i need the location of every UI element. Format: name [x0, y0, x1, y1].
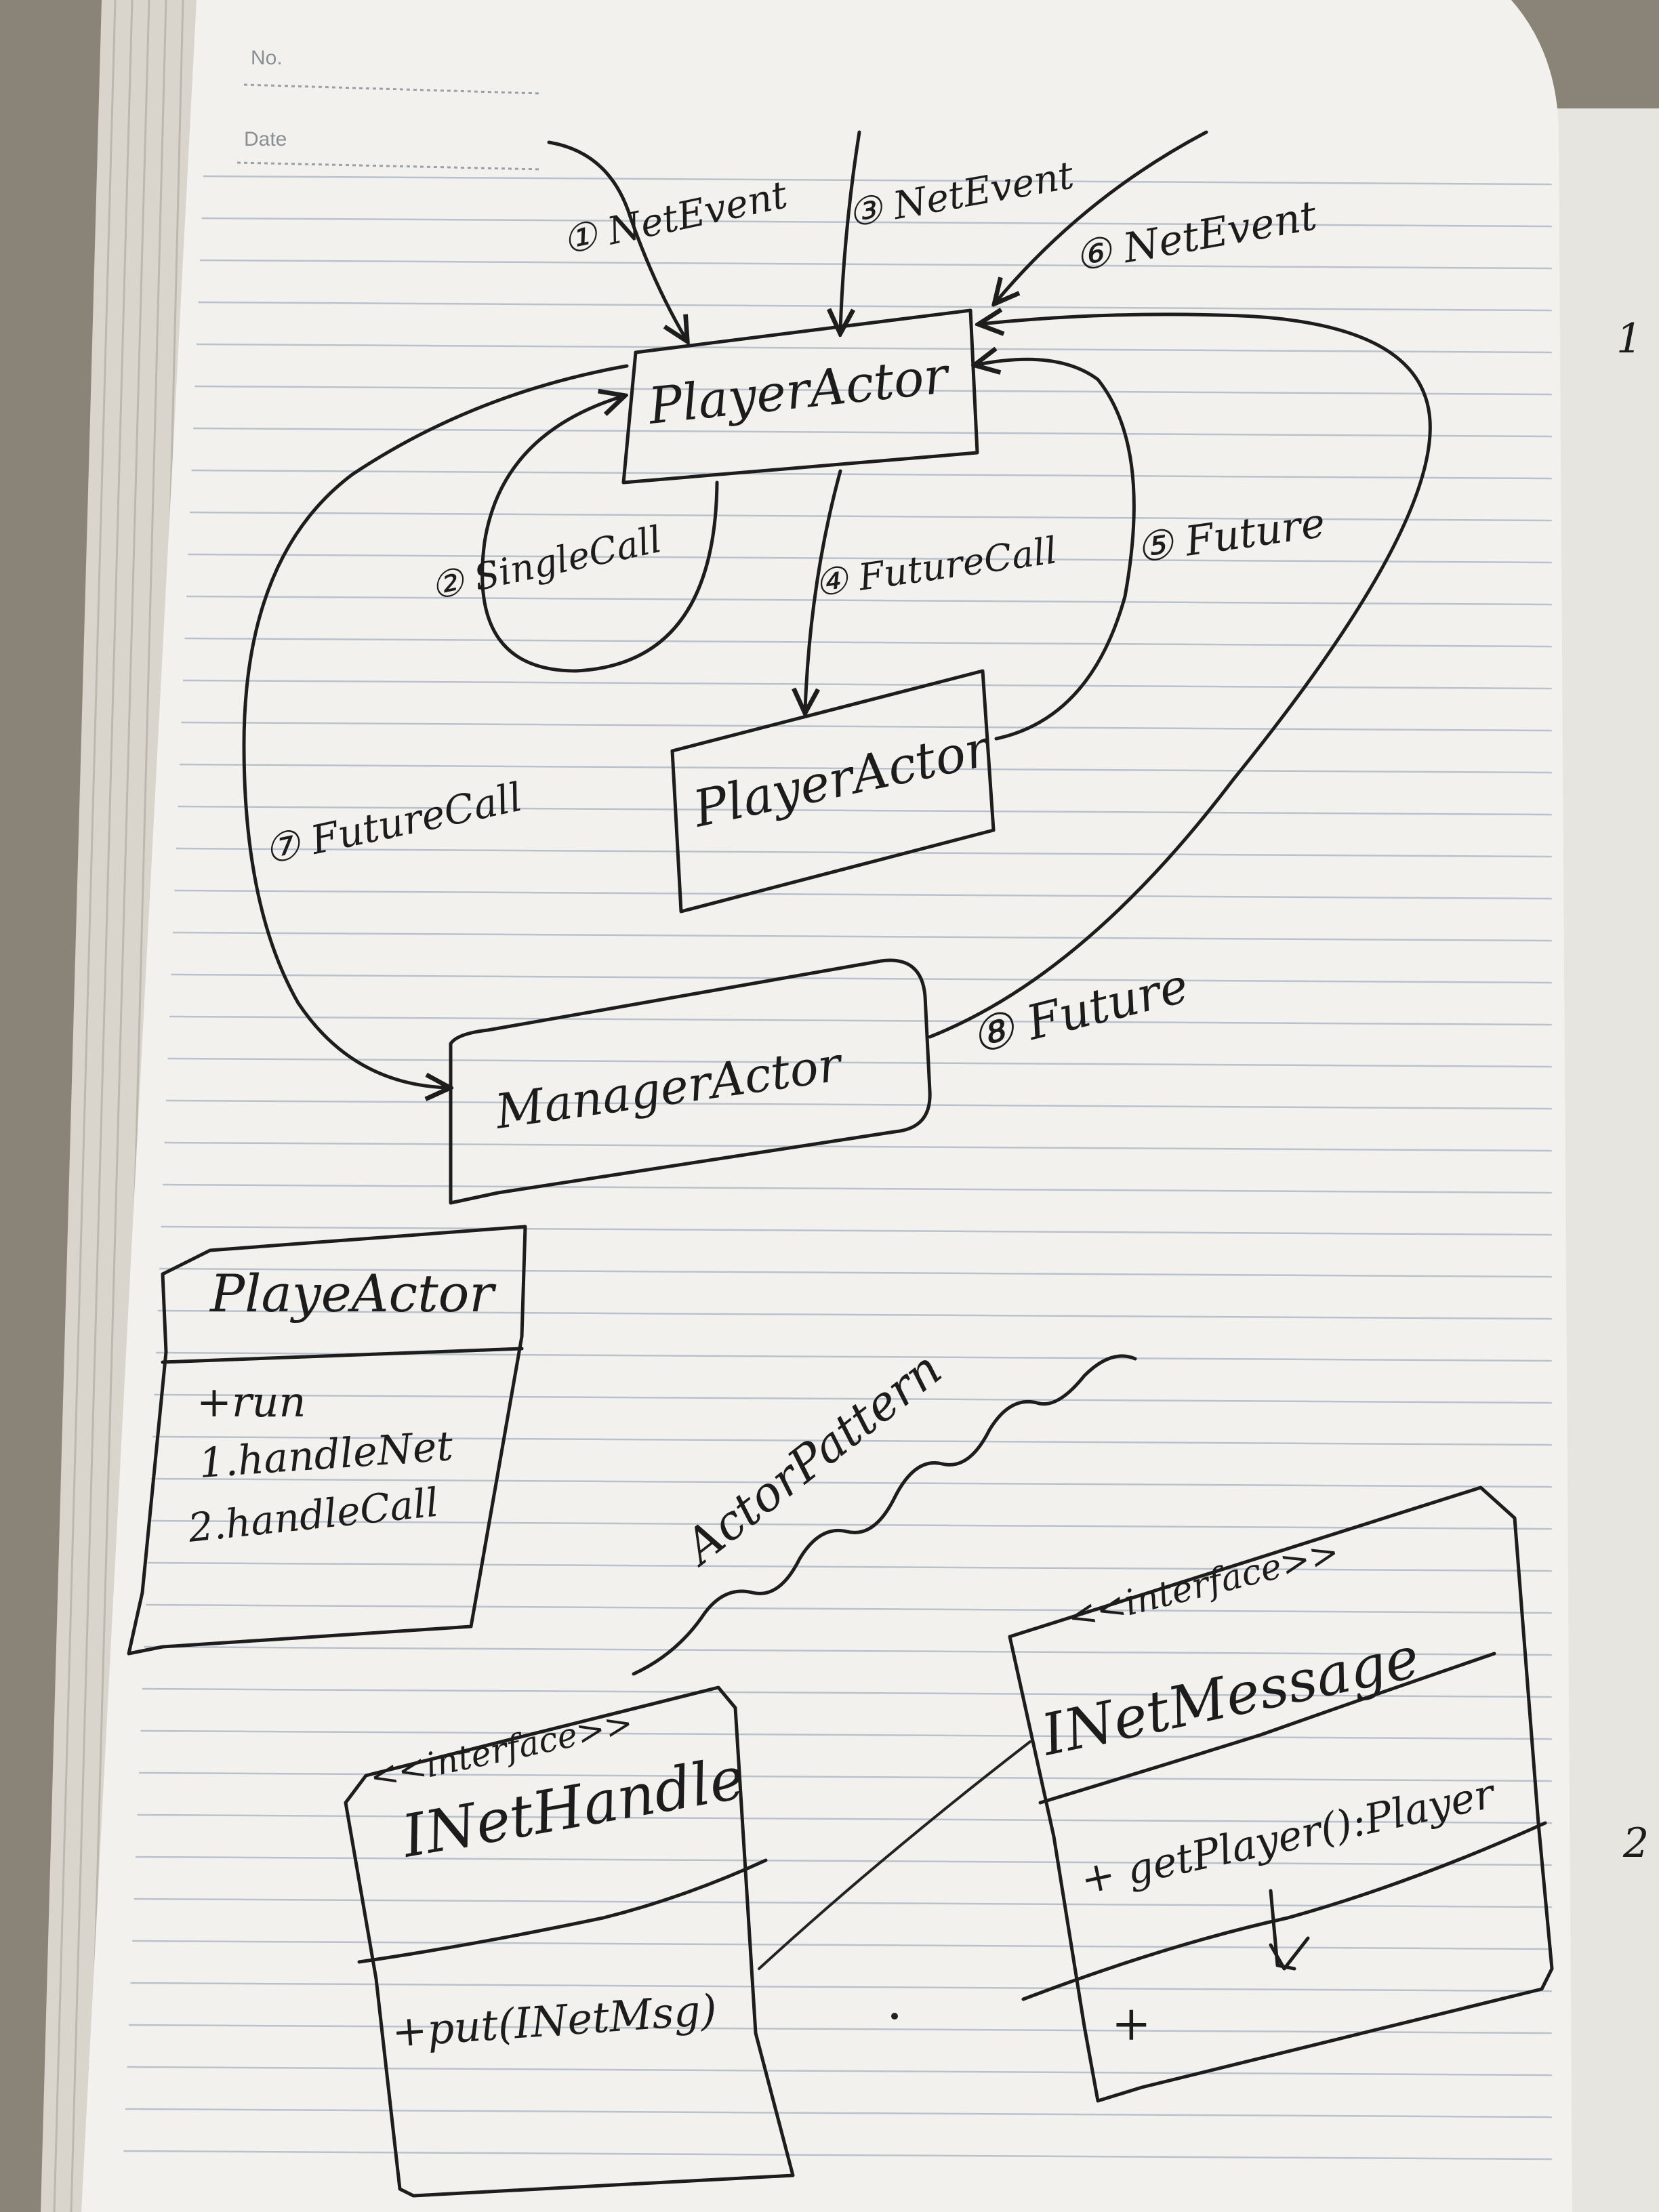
ruled-line	[198, 301, 1553, 312]
ruled-line	[176, 847, 1553, 858]
ruled-line	[171, 973, 1553, 984]
no-label: No.	[251, 47, 283, 69]
ruled-line	[199, 259, 1553, 270]
ruled-line	[194, 385, 1553, 396]
ruled-lines	[123, 175, 1553, 2160]
ruled-line	[145, 1603, 1553, 1614]
class-method-run: +run	[197, 1377, 306, 1427]
ruled-line	[144, 1645, 1553, 1656]
notebook-page	[81, 0, 1572, 2212]
ruled-line	[123, 2150, 1553, 2160]
ruled-line	[150, 1477, 1553, 1488]
ruled-line	[140, 1729, 1553, 1740]
ruled-line	[161, 1225, 1553, 1236]
ink-dot	[891, 2013, 898, 2020]
ruled-line	[201, 217, 1553, 228]
ruled-line	[181, 721, 1553, 732]
ruled-line	[188, 553, 1553, 564]
ruled-line	[167, 1057, 1553, 1068]
ruled-line	[178, 805, 1553, 816]
ruled-line	[154, 1393, 1553, 1404]
ruled-line	[184, 637, 1553, 648]
class-box-title: PlayeActor	[209, 1263, 497, 1324]
date-label: Date	[244, 128, 287, 150]
ruled-line	[203, 175, 1553, 186]
ruled-line	[179, 763, 1553, 774]
ruled-line	[191, 469, 1553, 480]
ruled-line	[174, 889, 1553, 900]
ruled-line	[196, 343, 1553, 354]
ruled-line	[182, 679, 1553, 690]
ruled-line	[148, 1519, 1553, 1530]
net-message-extra: +	[1111, 1996, 1151, 2051]
ruled-line	[162, 1183, 1553, 1194]
ruled-line	[130, 1982, 1553, 1992]
ruled-line	[142, 1687, 1553, 1698]
ruled-line	[134, 1898, 1553, 1908]
no-underline	[243, 83, 543, 95]
ruled-line	[186, 595, 1553, 606]
ruled-line	[164, 1141, 1553, 1152]
margin-mark-2: 2	[1622, 1820, 1649, 1867]
ruled-line	[128, 2024, 1553, 2034]
dependency-line	[758, 1740, 1031, 1970]
ruled-line	[125, 2108, 1553, 2118]
ruled-line	[137, 1814, 1553, 1824]
ruled-line	[135, 1856, 1553, 1866]
ruled-line	[165, 1099, 1553, 1110]
margin-mark-1: 1	[1616, 315, 1642, 363]
ruled-line	[147, 1561, 1553, 1572]
ruled-line	[172, 931, 1553, 942]
ruled-line	[169, 1015, 1553, 1026]
ruled-line	[152, 1435, 1553, 1446]
ruled-line	[159, 1267, 1553, 1278]
ruled-line	[189, 511, 1553, 522]
ruled-line	[127, 2066, 1553, 2076]
ruled-line	[157, 1309, 1553, 1320]
down-tick-mark	[1269, 1889, 1310, 1971]
ruled-line	[192, 427, 1553, 438]
